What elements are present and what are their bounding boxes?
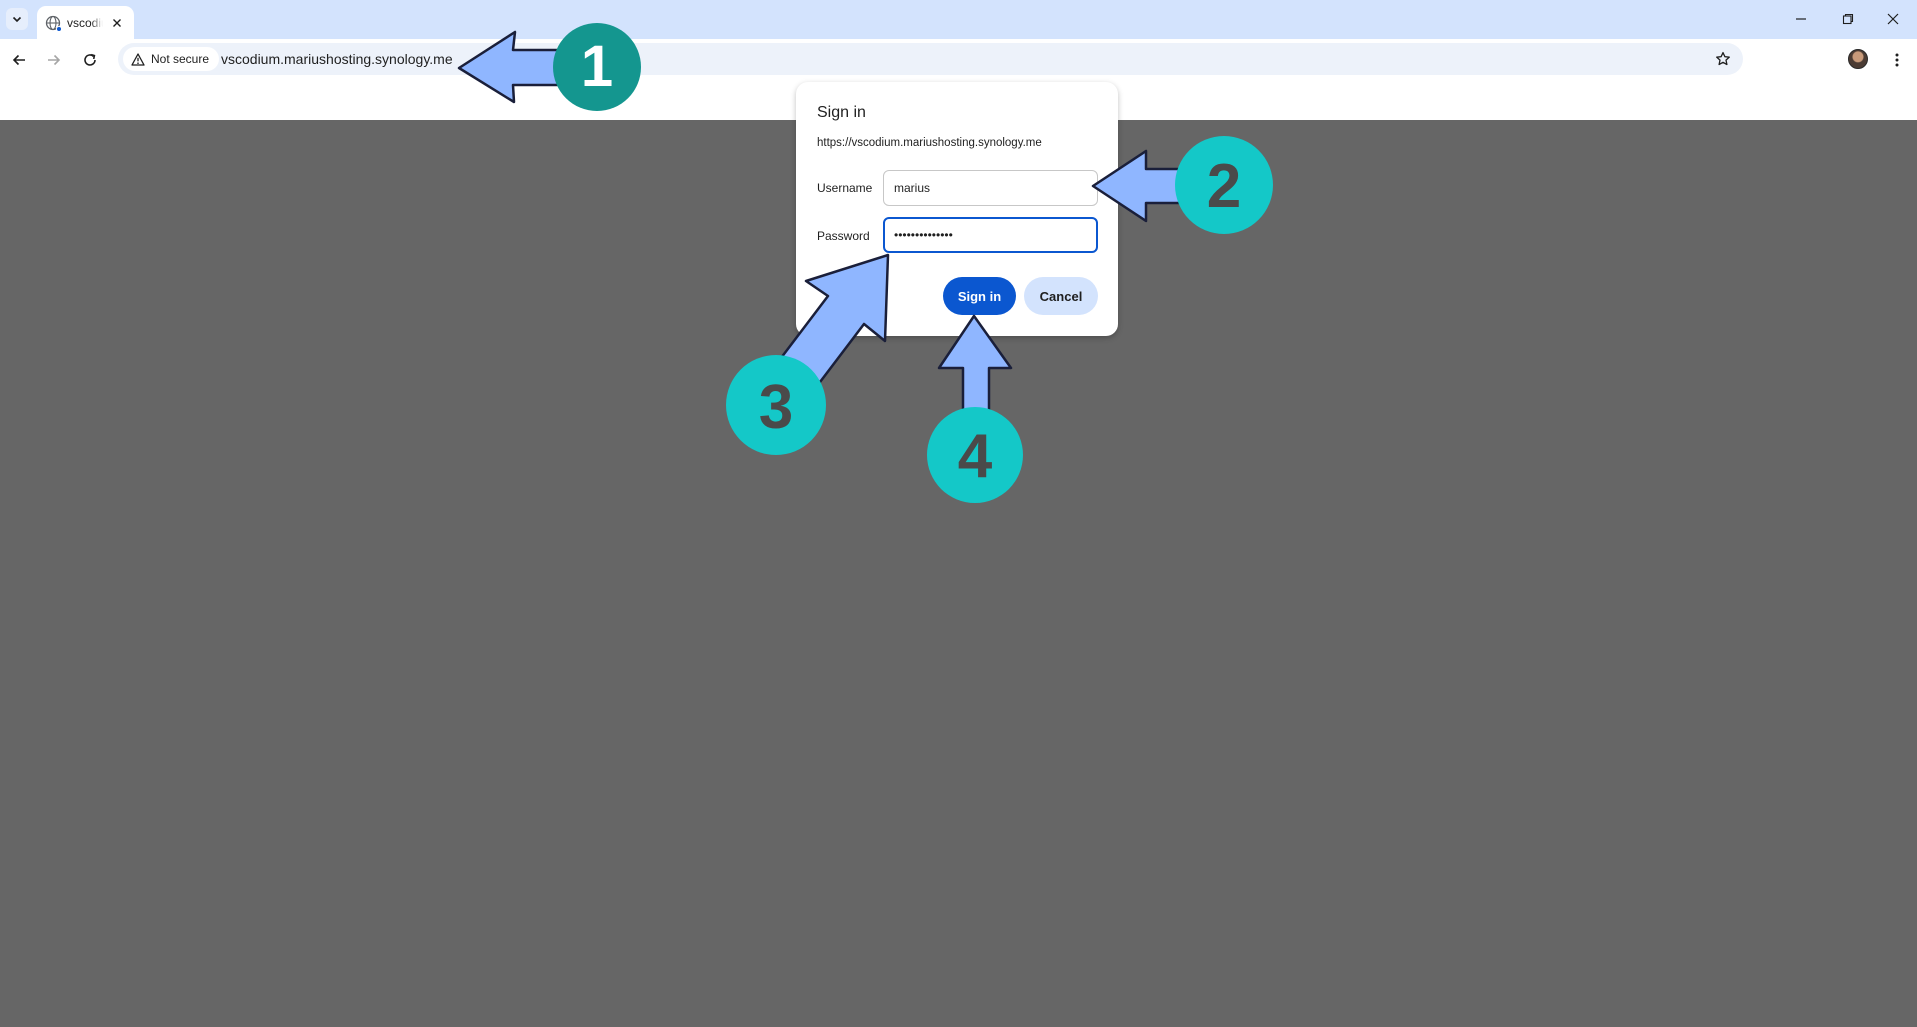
username-field[interactable]: marius xyxy=(883,170,1098,206)
browser-tab[interactable]: vscodium.mariushosting.synology.me xyxy=(37,6,134,39)
annotation-badge-2: 2 xyxy=(1175,136,1273,234)
username-label: Username xyxy=(817,181,873,195)
svg-text:3: 3 xyxy=(759,373,793,442)
forward-button[interactable] xyxy=(41,47,67,73)
close-icon xyxy=(1887,13,1899,25)
browser-toolbar: Not secure vscodium.mariushosting.synolo… xyxy=(0,39,1917,80)
chevron-down-icon xyxy=(12,16,22,23)
url-text[interactable]: vscodium.mariushosting.synology.me xyxy=(221,51,453,67)
address-bar[interactable]: Not secure vscodium.mariushosting.synolo… xyxy=(118,43,1743,75)
globe-icon xyxy=(45,15,62,32)
dialog-origin: https://vscodium.mariushosting.synology.… xyxy=(817,137,1042,149)
reload-button[interactable] xyxy=(77,47,103,73)
back-button[interactable] xyxy=(6,47,32,73)
reload-icon xyxy=(84,53,96,66)
more-menu-button[interactable] xyxy=(1885,47,1909,73)
sign-in-dialog: Sign in https://vscodium.mariushosting.s… xyxy=(796,82,1118,336)
password-field[interactable]: •••••••••••••• xyxy=(883,217,1098,253)
tab-strip: vscodium.mariushosting.synology.me xyxy=(0,0,1917,39)
profile-avatar[interactable] xyxy=(1848,49,1868,69)
tab-title: vscodium.mariushosting.synology.me xyxy=(67,15,103,30)
svg-text:2: 2 xyxy=(1207,152,1241,221)
annotation-badge-4: 4 xyxy=(927,407,1023,503)
password-label: Password xyxy=(817,229,870,243)
restore-icon xyxy=(1842,13,1854,25)
svg-text:4: 4 xyxy=(958,422,993,491)
warning-icon xyxy=(131,52,145,66)
cancel-button[interactable]: Cancel xyxy=(1024,277,1098,315)
close-window-button[interactable] xyxy=(1875,6,1911,32)
dialog-title: Sign in xyxy=(817,104,866,121)
security-chip[interactable]: Not secure xyxy=(123,47,220,71)
username-value: marius xyxy=(894,181,931,195)
tab-close-icon[interactable] xyxy=(109,15,125,31)
minimize-button[interactable] xyxy=(1783,6,1819,32)
restore-button[interactable] xyxy=(1830,6,1866,32)
bookmark-star-icon[interactable] xyxy=(1713,49,1733,69)
arrow-left-icon xyxy=(12,54,25,66)
minimize-icon xyxy=(1796,18,1806,20)
sign-in-button[interactable]: Sign in xyxy=(943,277,1016,315)
arrow-right-icon xyxy=(48,54,61,66)
security-label: Not secure xyxy=(151,52,210,66)
loading-dot xyxy=(56,25,62,32)
tab-search-button[interactable] xyxy=(6,8,28,30)
annotation-badge-3: 3 xyxy=(726,355,826,455)
password-value: •••••••••••••• xyxy=(894,228,953,242)
more-vert-icon xyxy=(1895,53,1899,67)
